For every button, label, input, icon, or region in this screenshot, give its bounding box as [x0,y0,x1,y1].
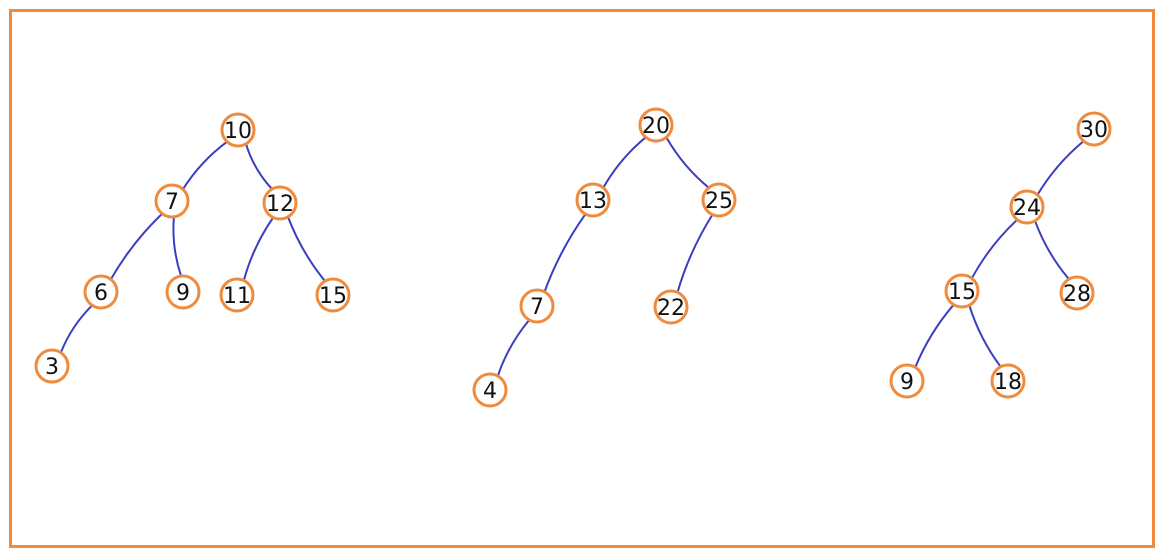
node-label: 28 [1063,282,1091,307]
node-t3-n15: 15 [944,273,980,309]
node-t1-n10: 10 [220,112,256,148]
node-label: 22 [657,296,685,321]
node-label: 9 [900,370,914,395]
node-circle [1059,275,1095,311]
node-label: 18 [994,370,1022,395]
node-t2-n20: 20 [638,107,674,143]
node-circle [34,348,70,384]
node-circle [83,274,119,310]
edge-t1-n10-t1-n7 [181,140,229,191]
node-label: 10 [224,119,252,144]
node-circle [1076,111,1112,147]
node-circle [575,182,611,218]
node-t2-n13: 13 [575,182,611,218]
edge-t1-n10-t1-n12 [245,142,273,191]
edge-t1-n7-t1-n9 [172,215,183,278]
node-label: 7 [165,190,179,215]
node-circle [519,288,555,324]
node-circle [653,289,689,325]
node-label: 12 [266,192,294,217]
edge-t3-n30-t3-n24 [1036,140,1085,196]
node-label: 11 [223,284,251,309]
node-label: 9 [176,281,190,306]
node-circle [165,274,201,310]
node-t2-n25: 25 [701,182,737,218]
node-t1-n7: 7 [154,183,190,219]
edge-t2-n7-t2-n4 [496,319,531,377]
node-t3-n18: 18 [990,363,1026,399]
node-t2-n22: 22 [653,289,689,325]
edge-t1-n12-t1-n11 [242,216,275,282]
tree-2: 20 13 25 7 22 4 [472,107,737,408]
node-circle [701,182,737,218]
node-label: 20 [642,114,670,139]
node-t3-n9: 9 [889,363,925,399]
node-label: 15 [948,280,976,305]
node-circle [219,277,255,313]
node-circle [472,372,508,408]
edge-t2-n20-t2-n25 [665,136,710,189]
node-t1-n9: 9 [165,274,201,310]
edge-t2-n13-t2-n7 [543,213,587,293]
node-t1-n15: 15 [315,277,351,313]
node-circle [154,183,190,219]
node-t1-n11: 11 [219,277,255,313]
node-circle [262,185,298,221]
node-label: 7 [530,295,544,320]
edge-t3-n15-t3-n18 [968,304,1002,368]
node-circle [220,112,256,148]
node-label: 30 [1080,118,1108,143]
edge-t3-n24-t3-n28 [1034,219,1070,281]
node-t3-n24: 24 [1009,189,1045,225]
tree-1: 10 7 12 6 9 11 15 3 [34,112,351,384]
edge-t1-n12-t1-n15 [287,215,326,283]
edge-t1-n6-t1-n3 [59,304,94,354]
node-t3-n28: 28 [1059,275,1095,311]
node-label: 15 [319,284,347,309]
node-t1-n3: 3 [34,348,70,384]
edge-t2-n25-t2-n22 [676,213,714,294]
node-t1-n12: 12 [262,185,298,221]
edge-t2-n20-t2-n13 [602,136,647,189]
edge-t3-n15-t3-n9 [914,303,955,369]
node-t2-n4: 4 [472,372,508,408]
tree-3: 30 24 15 28 9 18 [889,111,1112,399]
node-label: 4 [483,379,497,404]
node-t2-n7: 7 [519,288,555,324]
node-label: 25 [705,189,733,214]
edge-t3-n24-t3-n15 [970,218,1019,280]
node-label: 3 [45,355,59,380]
node-label: 13 [579,189,607,214]
node-circle [944,273,980,309]
node-label: 6 [94,281,108,306]
node-circle [638,107,674,143]
node-circle [1009,189,1045,225]
node-t3-n30: 30 [1076,111,1112,147]
edge-t1-n7-t1-n6 [109,212,164,281]
node-label: 24 [1013,196,1041,221]
node-circle [889,363,925,399]
node-t1-n6: 6 [83,274,119,310]
node-circle [990,363,1026,399]
node-circle [315,277,351,313]
